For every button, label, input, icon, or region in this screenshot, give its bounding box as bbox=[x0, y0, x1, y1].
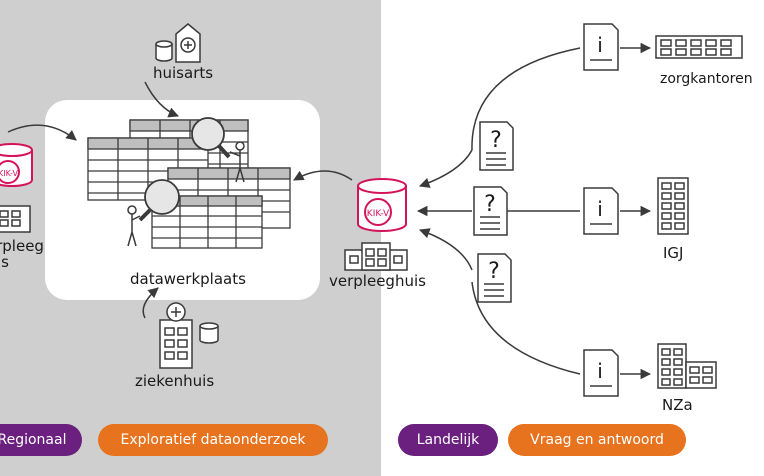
exploratief-pill: Exploratief dataonderzoek bbox=[98, 424, 328, 456]
nza-building-icon bbox=[657, 343, 717, 389]
info-document-icon: i bbox=[583, 187, 619, 235]
svg-text:KIK-V: KIK-V bbox=[0, 169, 18, 178]
svg-text:?: ? bbox=[484, 192, 496, 217]
zorgkantoren-building-icon bbox=[655, 35, 743, 59]
question-arrow-top bbox=[419, 149, 473, 188]
kikv-database-icon: KIK-V bbox=[357, 178, 407, 232]
verpleeghuis-center-label: verpleeghuis bbox=[329, 272, 426, 290]
svg-text:i: i bbox=[597, 33, 603, 57]
database-icon bbox=[199, 322, 219, 344]
building-icon bbox=[159, 302, 193, 369]
question-arrow-bottom bbox=[419, 228, 473, 271]
datawerkplaats-label: datawerkplaats bbox=[130, 270, 246, 288]
zorgkantoren-label: zorgkantoren bbox=[660, 71, 753, 87]
info-document-icon: i bbox=[583, 349, 619, 397]
ziekenhuis-label: ziekenhuis bbox=[135, 372, 215, 390]
svg-text:i: i bbox=[597, 197, 603, 221]
verpleeghuis-to-datawerkplaats-arrow bbox=[293, 170, 353, 181]
medical-cross-icon bbox=[175, 23, 201, 63]
ziekenhuis-icon bbox=[159, 302, 219, 369]
igj-label: IGJ bbox=[663, 244, 684, 262]
igj-building-icon bbox=[657, 177, 689, 235]
svg-text:KIK-V: KIK-V bbox=[367, 209, 390, 219]
huisarts-icon bbox=[155, 23, 201, 63]
building-icon-left bbox=[0, 205, 31, 233]
building-icon bbox=[344, 242, 408, 271]
svg-text:?: ? bbox=[490, 128, 502, 153]
vraag-antwoord-pill: Vraag en antwoord bbox=[508, 424, 686, 456]
regionaal-pill: Regionaal bbox=[0, 424, 82, 456]
database-icon bbox=[155, 40, 173, 62]
question-document-icon: ? bbox=[477, 253, 512, 303]
svg-text:?: ? bbox=[488, 259, 500, 284]
verpleeghuis-left-arrow bbox=[7, 124, 77, 141]
person-icon bbox=[229, 141, 245, 183]
huisarts-arrow bbox=[144, 81, 179, 118]
verpleeghuis-left-label: verpleeg huis bbox=[0, 237, 44, 271]
question-document-icon: ? bbox=[479, 121, 514, 171]
connection-zorgkantoren bbox=[471, 47, 581, 151]
svg-text:i: i bbox=[597, 359, 603, 383]
connection-nza bbox=[471, 281, 581, 375]
landelijk-pill: Landelijk bbox=[398, 424, 498, 456]
info-document-icon: i bbox=[583, 23, 619, 71]
magnifier-icon bbox=[191, 117, 231, 159]
ziekenhuis-arrow bbox=[142, 287, 159, 319]
huisarts-label: huisarts bbox=[153, 64, 214, 82]
magnifier-icon bbox=[138, 179, 180, 222]
question-document-icon: ? bbox=[473, 186, 508, 236]
nza-label: NZa bbox=[662, 396, 693, 414]
person-icon bbox=[127, 205, 141, 247]
kikv-database-icon-left: KIK-V bbox=[0, 143, 33, 187]
